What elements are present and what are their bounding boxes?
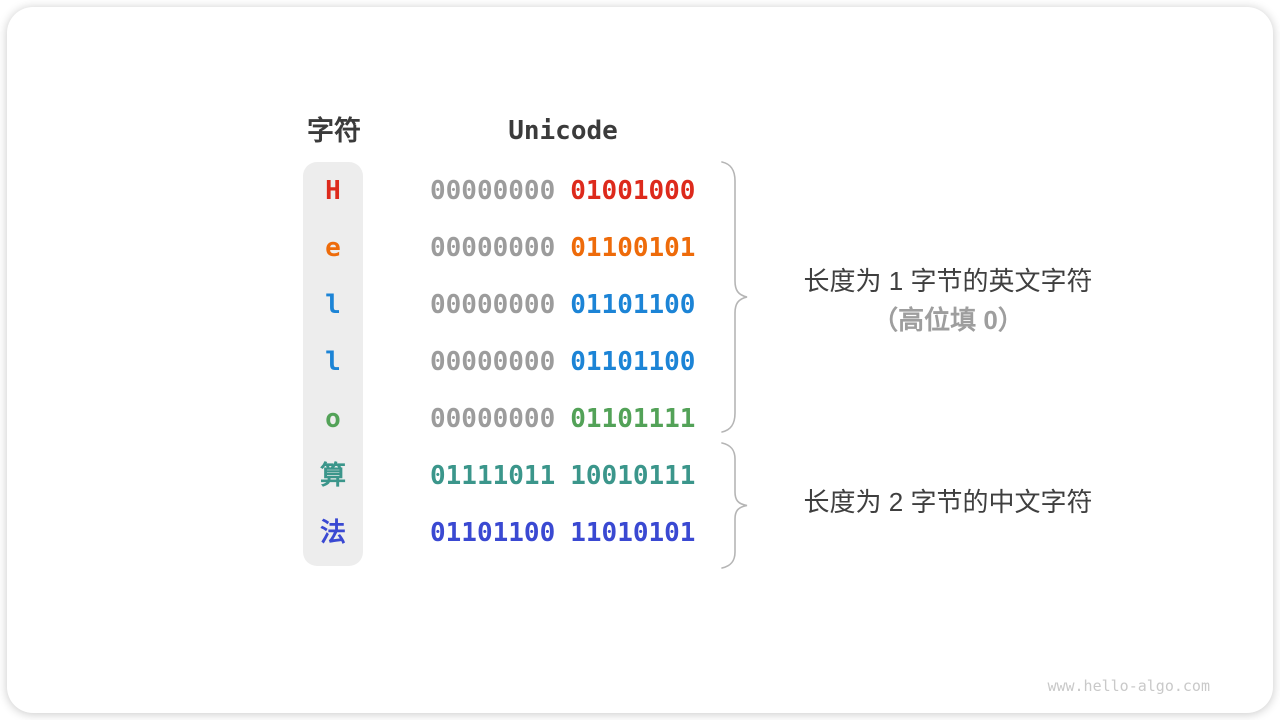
unicode-low-byte: 01001000	[570, 176, 696, 206]
unicode-low-byte: 01101100	[570, 290, 696, 320]
unicode-low-byte: 01101111	[570, 404, 696, 434]
unicode-high-byte: 01101100	[430, 518, 556, 548]
unicode-low-byte: 01100101	[570, 233, 696, 263]
character-cell: 法	[319, 518, 346, 548]
table-row: l 00000000 01101100	[0, 342, 1280, 382]
table-row: 算 01111011 10010111	[0, 456, 1280, 496]
annotation-english-group: 长度为 1 字节的英文字符 （高位填 0）	[757, 262, 1139, 340]
annotation-chinese-line1: 长度为 2 字节的中文字符	[803, 487, 1093, 517]
figure-card	[7, 7, 1273, 713]
table-row: H 00000000 01001000	[0, 171, 1280, 211]
character-cell: H	[325, 176, 341, 206]
character-cell: l	[325, 347, 341, 377]
unicode-high-byte: 00000000	[430, 347, 556, 377]
watermark: www.hello-algo.com	[1047, 677, 1210, 695]
unicode-low-byte: 01101100	[570, 347, 696, 377]
table-row: o 00000000 01101111	[0, 399, 1280, 439]
brace-english-group	[721, 161, 748, 433]
unicode-high-byte: 00000000	[430, 233, 556, 263]
character-cell: e	[325, 233, 341, 263]
unicode-high-byte: 00000000	[430, 176, 556, 206]
character-cell: 算	[319, 461, 346, 491]
unicode-high-byte: 01111011	[430, 461, 556, 491]
annotation-english-line2: （高位填 0）	[872, 305, 1024, 335]
character-cell: l	[325, 290, 341, 320]
unicode-high-byte: 00000000	[430, 290, 556, 320]
column-header-unicode: Unicode	[508, 116, 618, 146]
table-row: l 00000000 01101100	[0, 285, 1280, 325]
unicode-low-byte: 10010111	[570, 461, 696, 491]
unicode-bytes: 01101100 11010101	[430, 513, 695, 553]
unicode-bytes: 01111011 10010111	[430, 456, 695, 496]
character-cell: o	[325, 404, 341, 434]
annotation-english-line1: 长度为 1 字节的英文字符	[803, 266, 1093, 296]
unicode-low-byte: 11010101	[570, 518, 696, 548]
unicode-bytes: 00000000 01101100	[430, 285, 695, 325]
unicode-bytes: 00000000 01001000	[430, 171, 695, 211]
table-row: 法 01101100 11010101	[0, 513, 1280, 553]
character-column-background	[303, 162, 363, 566]
column-header-character: 字符	[307, 116, 361, 146]
unicode-bytes: 00000000 01101100	[430, 342, 695, 382]
unicode-bytes: 00000000 01101111	[430, 399, 695, 439]
annotation-chinese-group: 长度为 2 字节的中文字符	[757, 483, 1139, 522]
unicode-high-byte: 00000000	[430, 404, 556, 434]
table-row: e 00000000 01100101	[0, 228, 1280, 268]
brace-chinese-group	[721, 442, 748, 569]
unicode-bytes: 00000000 01100101	[430, 228, 695, 268]
